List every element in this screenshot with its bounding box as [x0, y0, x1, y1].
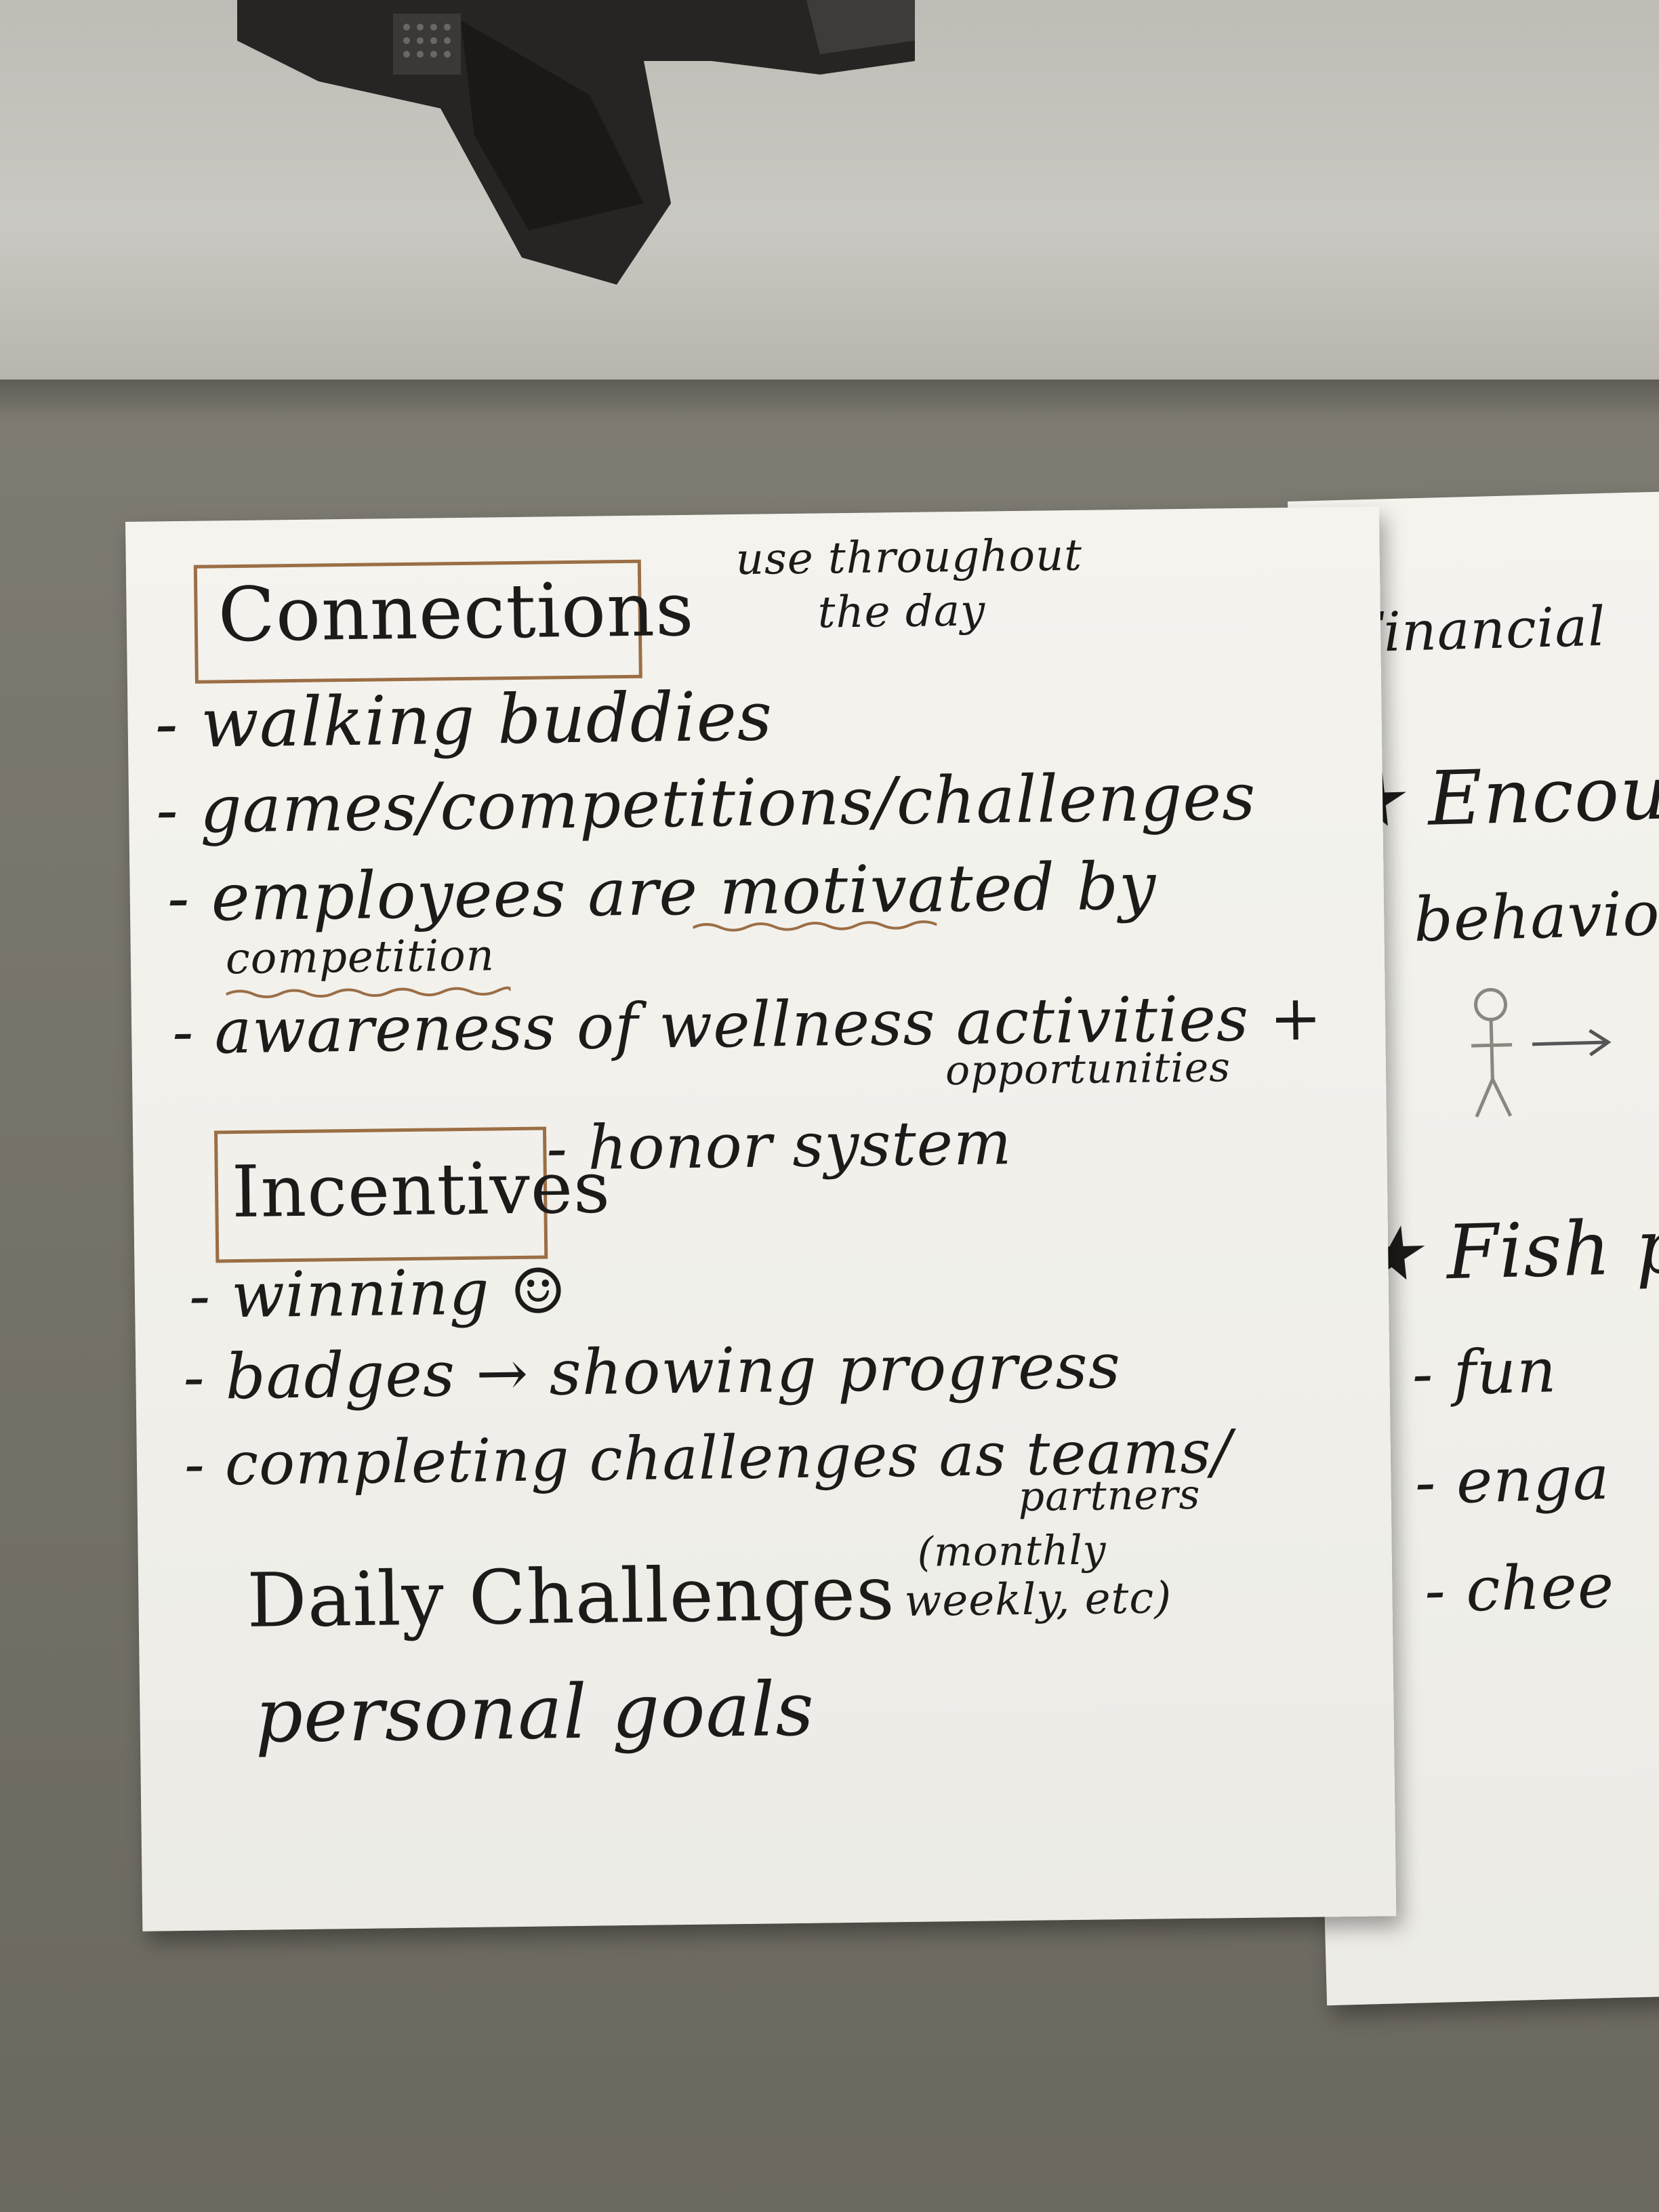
right-sub-item-1: - fun	[1411, 1335, 1558, 1410]
daily-challenges: Daily Challenges	[246, 1549, 896, 1644]
projector-mount	[237, 0, 915, 285]
connections-item-employees: - employees are motivated by	[167, 848, 1157, 937]
wall-shadow	[0, 380, 1659, 420]
competition-underline	[225, 985, 512, 1000]
daily-challenges-note-line1: (monthly	[917, 1526, 1107, 1576]
connections-item-opportunities: opportunities	[945, 1044, 1231, 1095]
right-title: Financial	[1344, 594, 1607, 665]
right-sub-item-3: - chee	[1423, 1550, 1616, 1627]
stick-figure-drawing	[1456, 981, 1636, 1121]
incentives-side-note: - honor system	[546, 1107, 1012, 1185]
flipchart-sheet-right: Financial ★ Encoura behavior ★ Fish p - …	[1288, 491, 1659, 2006]
connections-note-line1: use throughout	[735, 530, 1083, 585]
incentives-item-partners: partners	[1018, 1471, 1201, 1521]
connections-heading: Connections	[217, 565, 695, 659]
right-item-2: ★ Fish p	[1353, 1203, 1659, 1298]
daily-challenges-note-line2: weekly, etc)	[904, 1573, 1172, 1627]
right-item-1: ★ Encoura	[1335, 747, 1659, 844]
stick-figure-icon	[1471, 987, 1612, 1118]
connections-item-competition: competition	[225, 930, 495, 985]
flipchart-sheet-left: Connections use throughout the day - wal…	[125, 506, 1397, 1931]
connections-item-walking: - walking buddies	[154, 676, 773, 764]
right-item-1-sub: behavior	[1412, 877, 1659, 956]
connections-note-line2: the day	[817, 586, 986, 638]
incentives-item-winning: - winning ☺	[188, 1255, 567, 1332]
connections-item-games: - games/competitions/challenges	[155, 758, 1256, 848]
motivated-underline	[692, 918, 938, 933]
incentives-item-badges: - badges → showing progress	[182, 1330, 1122, 1414]
projector-mount-shape	[237, 0, 915, 285]
personal-goals: personal goals	[254, 1665, 815, 1759]
right-sub-item-2: - enga	[1414, 1442, 1611, 1519]
